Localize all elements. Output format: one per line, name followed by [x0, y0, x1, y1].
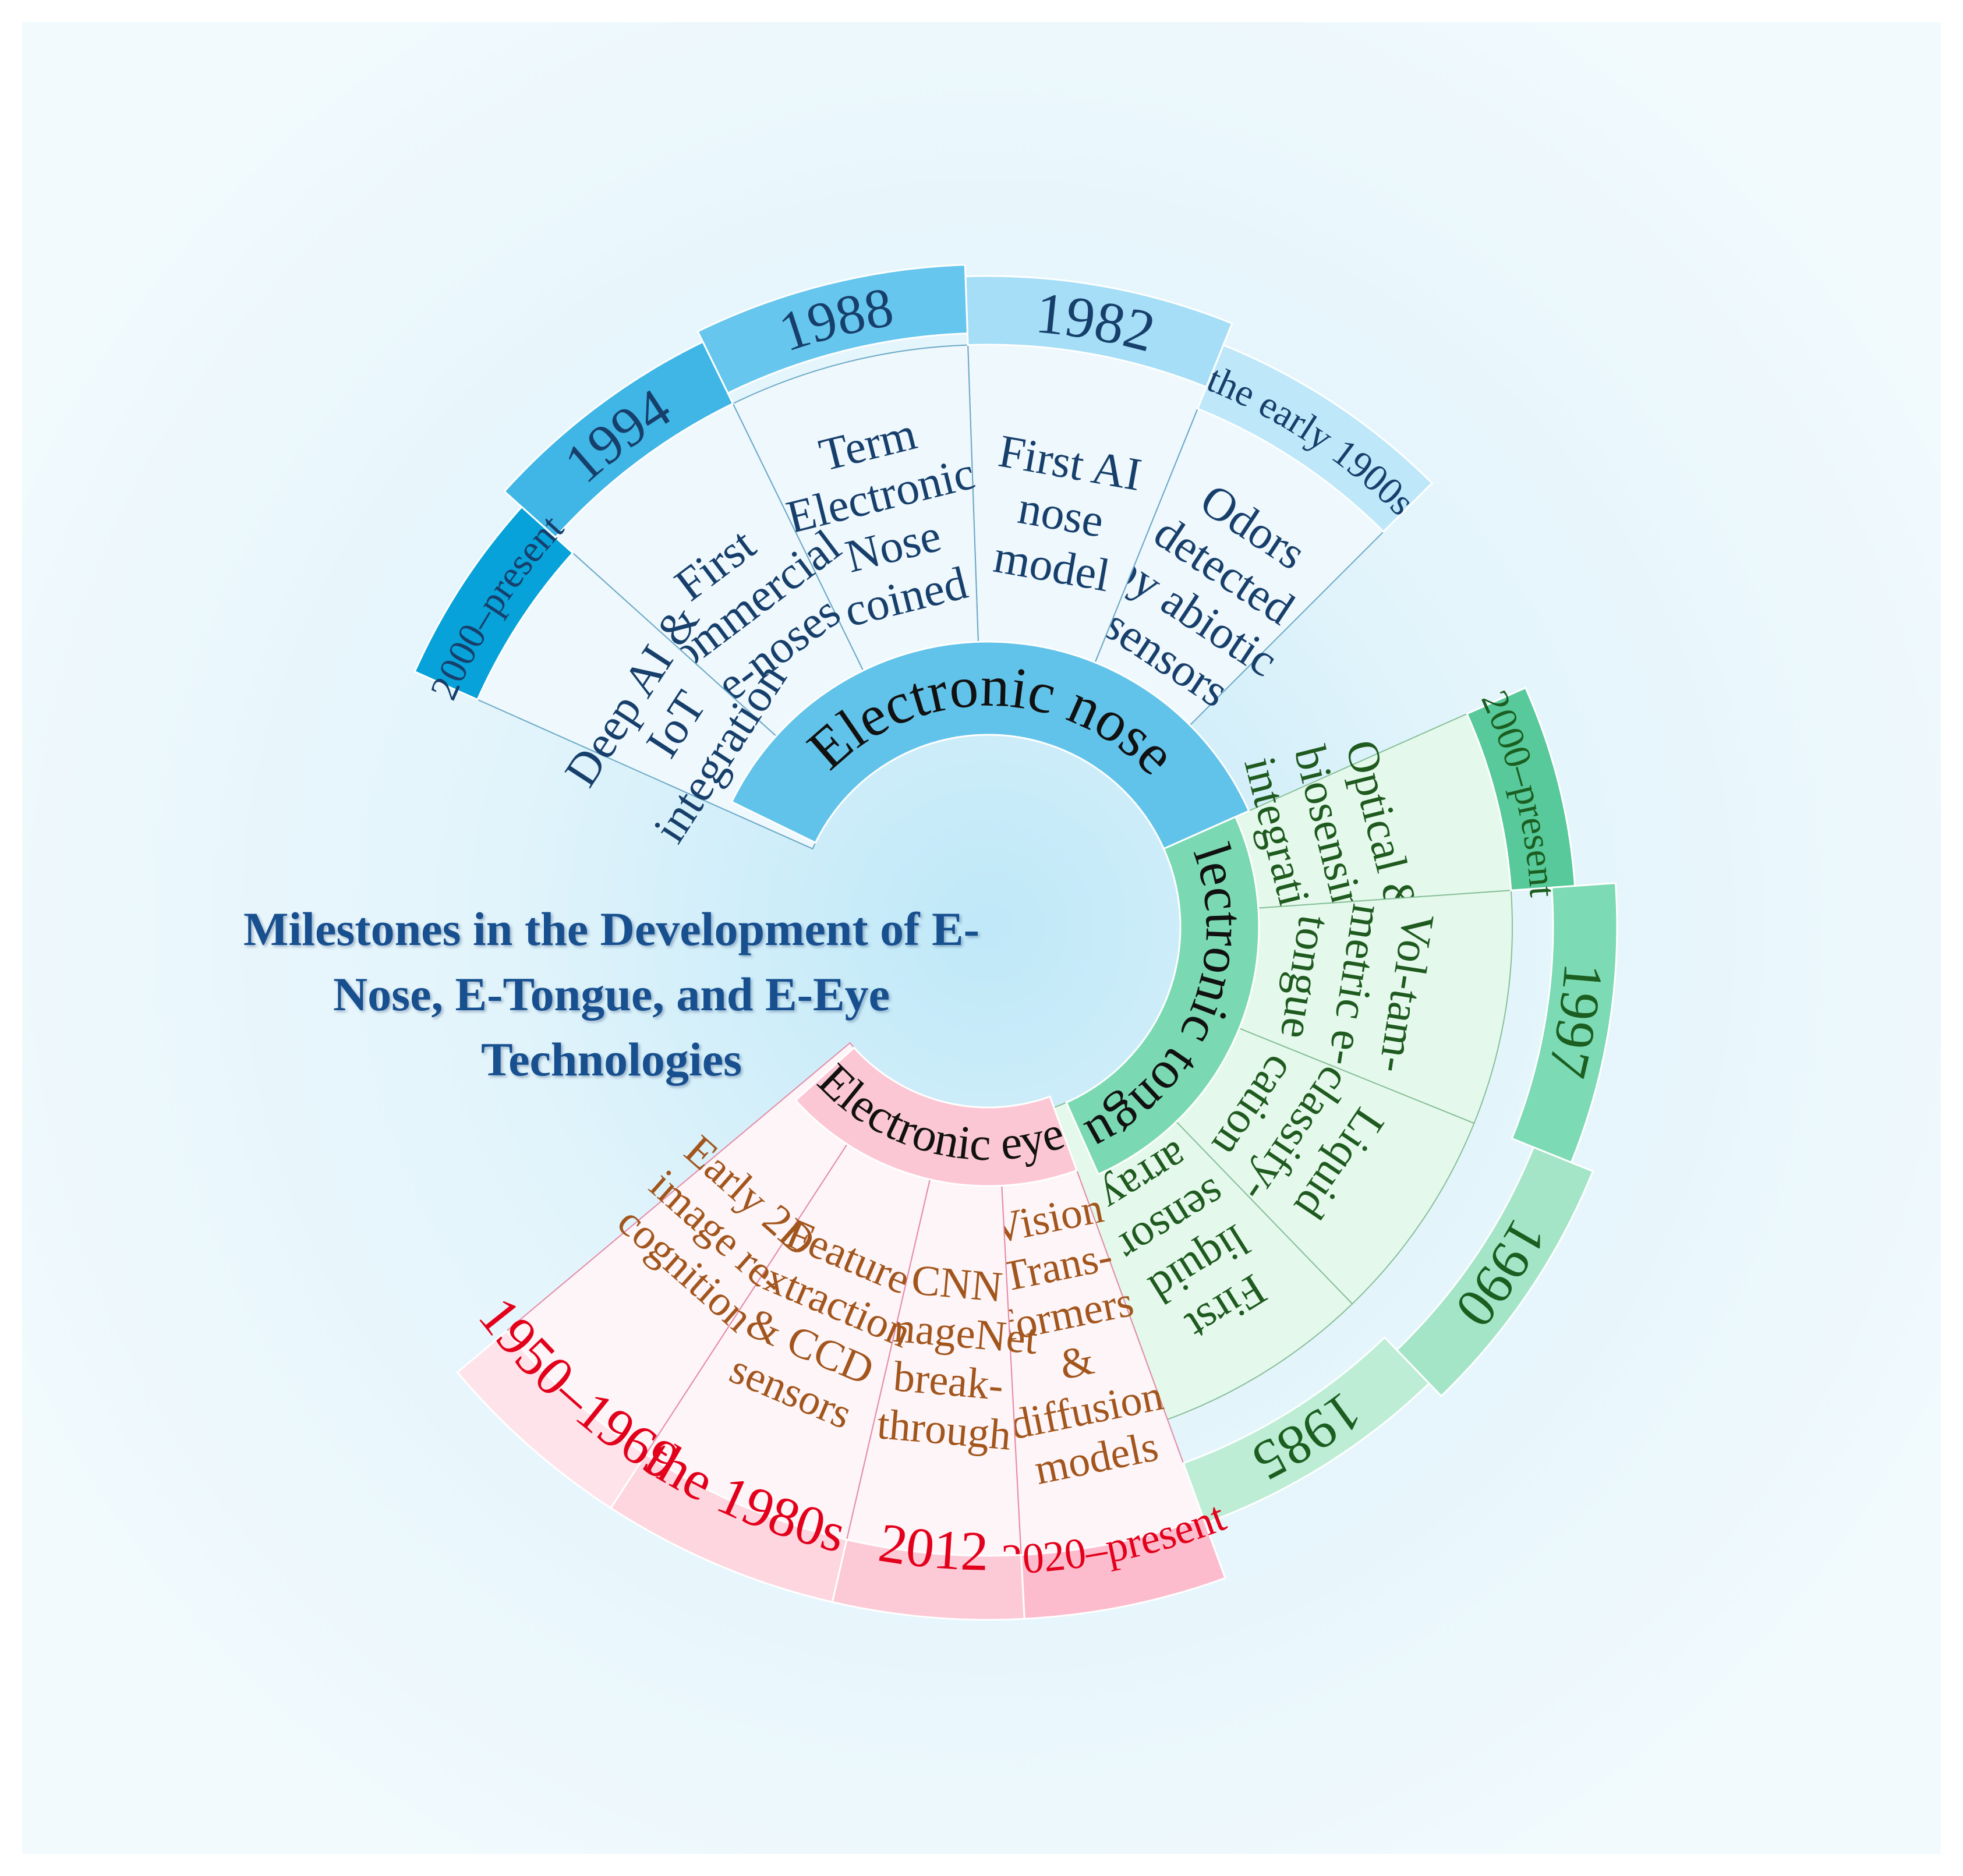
tongue-year-band	[1182, 1336, 1431, 1525]
electronic-nose-ring	[730, 640, 1250, 850]
milestone-text-line: break-	[892, 1353, 1005, 1410]
milestone-text-line: through	[875, 1400, 1013, 1460]
eye-year-band	[456, 1330, 647, 1510]
nose-year-band	[503, 341, 734, 539]
nose-year-band	[964, 275, 1233, 388]
nose-year-band	[413, 505, 574, 701]
milestone-text-line: CNN	[910, 1256, 1005, 1311]
electronic-eye-ring	[794, 1046, 1078, 1187]
nose-year-band	[696, 264, 968, 395]
diagram-title: Milestones in the Development of E-Nose,…	[243, 902, 979, 1086]
tongue-year-band	[1466, 686, 1576, 891]
eye-year-label: 2012	[875, 1511, 989, 1583]
nose-year-band	[1196, 344, 1434, 533]
electronic-tongue-ring	[1065, 815, 1260, 1176]
